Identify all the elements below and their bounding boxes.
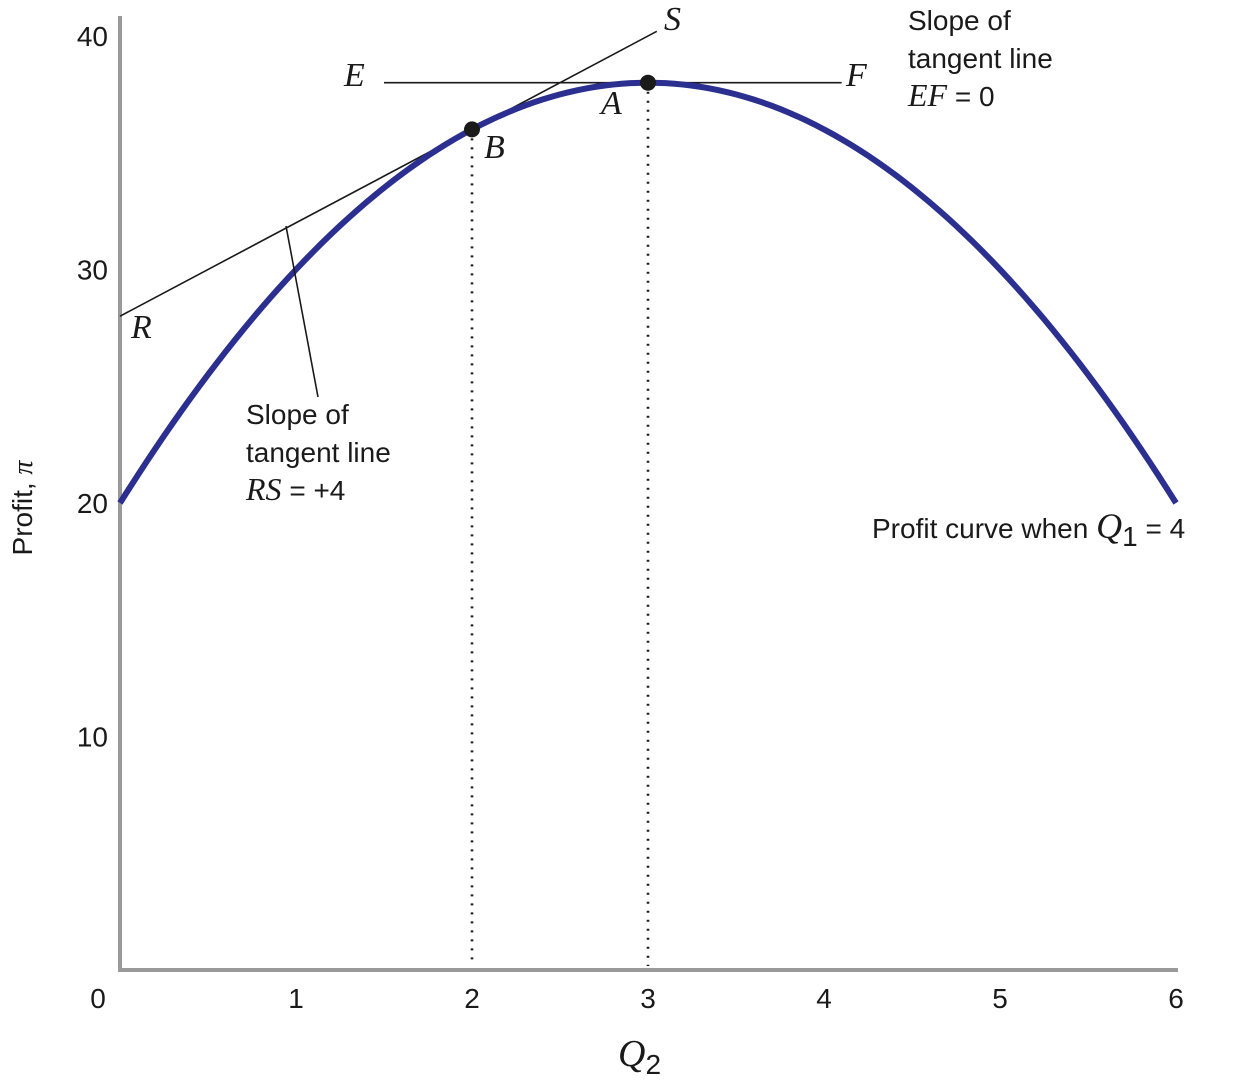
y-tick-label: 10 bbox=[77, 722, 108, 753]
x-tick-label: 3 bbox=[640, 983, 656, 1014]
dotted-guides bbox=[470, 82, 650, 966]
ef-note-line1: Slope of bbox=[908, 5, 1011, 36]
x-tick-label: 4 bbox=[816, 983, 832, 1014]
x-tick-label: 0 bbox=[90, 983, 106, 1014]
curve-label-sub: 1 bbox=[1122, 521, 1138, 552]
rs-note-leader bbox=[285, 225, 319, 398]
x-tick-label: 6 bbox=[1168, 983, 1184, 1014]
x-axis-title: Q2 bbox=[618, 1033, 661, 1080]
y-tick-label: 20 bbox=[77, 488, 108, 519]
y-tick-labels: 10 20 30 40 bbox=[77, 21, 108, 753]
rs-note-line1: Slope of bbox=[246, 399, 349, 430]
curve-label-var: Q bbox=[1096, 506, 1122, 546]
rs-note-value: = +4 bbox=[282, 475, 346, 506]
x-tick-label: 5 bbox=[992, 983, 1008, 1014]
rs-note-line2: tangent line bbox=[246, 437, 391, 468]
point-B bbox=[464, 121, 480, 138]
curve-label: Profit curve when Q1 = 4 bbox=[872, 506, 1185, 552]
y-axis-title-symbol: π bbox=[8, 460, 39, 475]
ef-note-line2: tangent line bbox=[908, 43, 1053, 74]
point-A bbox=[640, 74, 656, 91]
curve-label-prefix: Profit curve when bbox=[872, 513, 1096, 544]
tangent-line-RS bbox=[119, 30, 658, 317]
x-tick-label: 1 bbox=[288, 983, 304, 1014]
ef-note-var: EF bbox=[907, 77, 948, 113]
point-label-B: B bbox=[484, 129, 505, 166]
points bbox=[464, 74, 656, 138]
x-axis-title-main: Q bbox=[618, 1033, 645, 1075]
curve-label-suffix: = 4 bbox=[1138, 513, 1185, 544]
x-tick-label: 2 bbox=[464, 983, 480, 1014]
ef-note-value: = 0 bbox=[947, 81, 994, 112]
x-axis-title-sub: 2 bbox=[645, 1049, 661, 1080]
x-tick-labels: 0 1 2 3 4 5 6 bbox=[90, 983, 1184, 1014]
rs-slope-note: Slope of tangent line RS = +4 bbox=[245, 399, 399, 507]
ef-slope-note: Slope of tangent line EF = 0 bbox=[907, 5, 1061, 113]
rs-note-var: RS bbox=[245, 471, 282, 507]
point-label-A: A bbox=[599, 85, 622, 122]
tangent-label-S: S bbox=[664, 1, 681, 38]
y-tick-label: 40 bbox=[77, 21, 108, 52]
tangent-label-R: R bbox=[130, 309, 152, 346]
tangent-label-E: E bbox=[343, 57, 365, 94]
y-axis-title-text: Profit, bbox=[7, 475, 38, 556]
tangent-lines bbox=[119, 30, 842, 317]
y-axis-title: Profit, π bbox=[7, 460, 39, 556]
tangent-label-F: F bbox=[845, 57, 868, 94]
y-tick-label: 30 bbox=[77, 255, 108, 286]
